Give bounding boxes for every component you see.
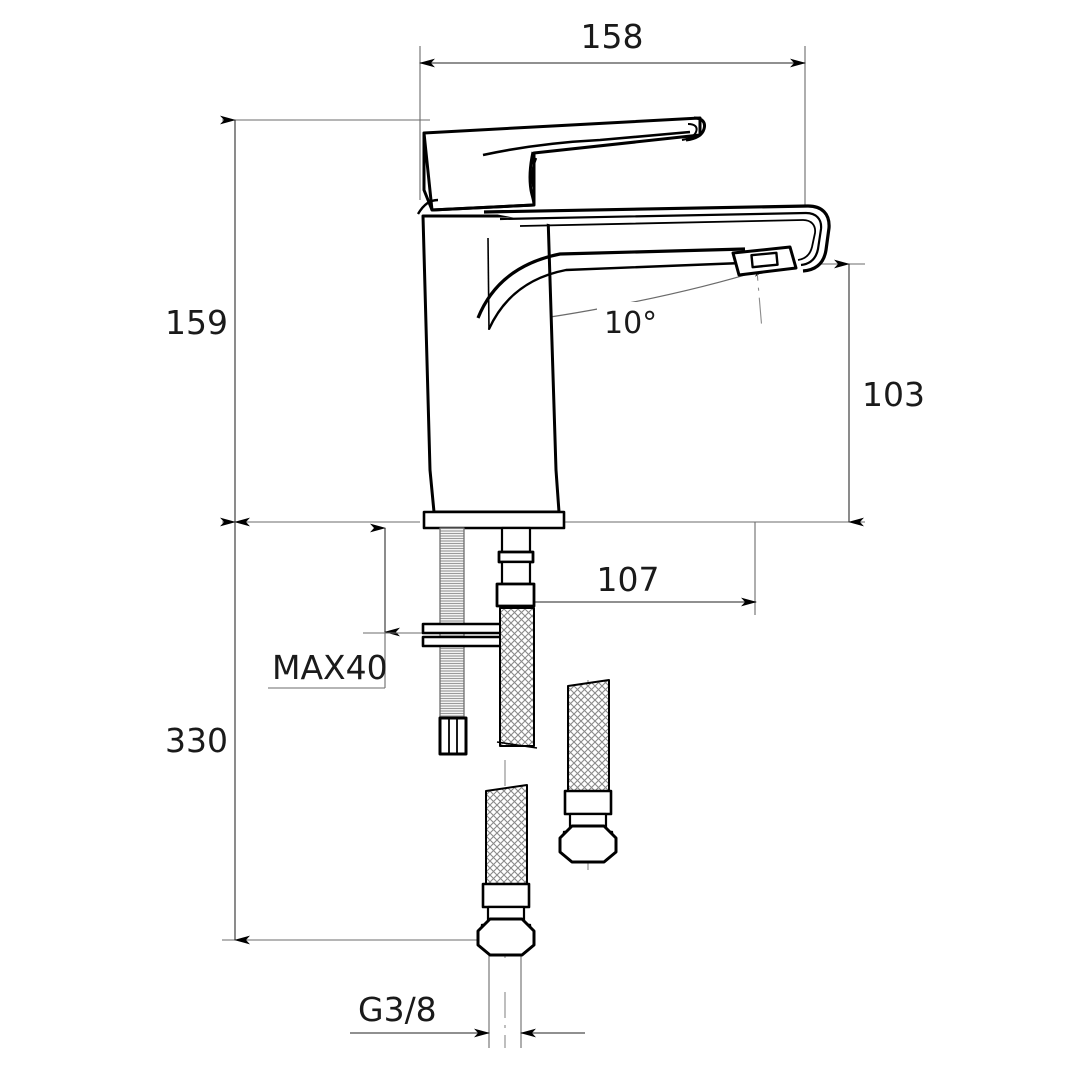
label-angle-10: 10°	[604, 306, 657, 341]
dimension-angle-10: 10°	[486, 267, 769, 341]
lever-handle	[422, 116, 706, 212]
escutcheon-base	[422, 510, 566, 530]
label-height-159: 159	[165, 303, 228, 342]
label-spout-height-103: 103	[862, 375, 925, 414]
braided-hose-upper	[496, 607, 538, 749]
hose-top-connector	[495, 526, 536, 615]
dimension-103: 103	[834, 259, 925, 527]
dimension-159: 159	[165, 115, 250, 527]
dimension-107: 107	[512, 560, 757, 607]
dimension-330: 330	[165, 517, 250, 945]
label-max-deck-40: MAX40	[272, 648, 388, 687]
dimension-g38: G3/8	[350, 990, 585, 1038]
extension-lines	[222, 46, 865, 1048]
hose-connector-nut	[476, 917, 536, 957]
label-total-length-330: 330	[165, 721, 228, 760]
dimension-158: 158	[419, 17, 806, 68]
label-thread-g38: G3/8	[358, 990, 437, 1029]
aerator	[731, 245, 798, 277]
dimension-max40: MAX40	[268, 523, 470, 689]
braided-hose-right	[558, 679, 618, 864]
braided-hose-left	[476, 784, 536, 957]
mounting-nut	[438, 716, 468, 756]
label-spout-reach-107: 107	[597, 560, 660, 599]
label-width-158: 158	[581, 17, 644, 56]
